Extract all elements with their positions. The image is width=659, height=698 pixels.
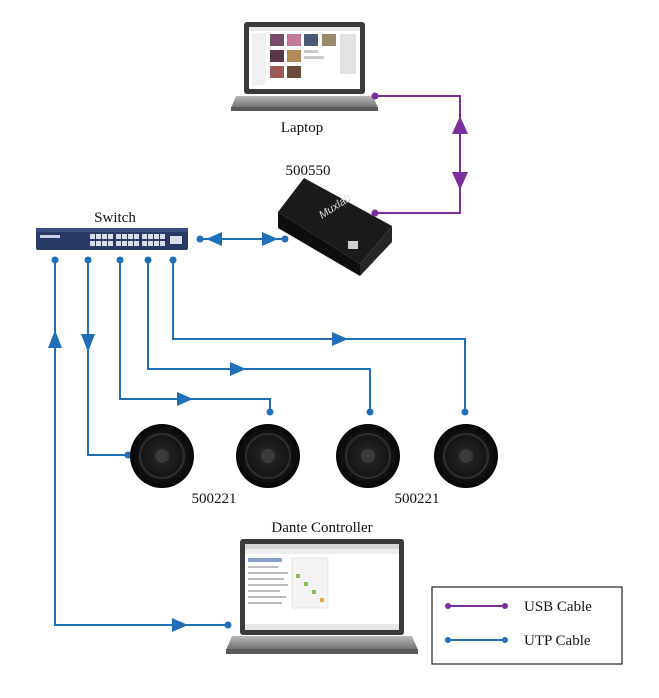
usb-endpoint-laptop bbox=[371, 92, 379, 100]
utp-endpoints bbox=[51, 256, 469, 629]
speakers-label-right: 500221 bbox=[395, 491, 440, 507]
interface-label: 500550 bbox=[286, 163, 331, 179]
switch-label: Switch bbox=[94, 210, 136, 226]
usb-arrow-down bbox=[452, 172, 468, 190]
legend-usb-label: USB Cable bbox=[524, 599, 592, 615]
speaker-4 bbox=[434, 424, 498, 488]
speaker-2 bbox=[236, 424, 300, 488]
controller-label: Dante Controller bbox=[271, 520, 372, 536]
laptop-label: Laptop bbox=[281, 120, 324, 136]
legend-utp-label: UTP Cable bbox=[524, 633, 591, 649]
legend: USB Cable UTP Cable bbox=[431, 586, 623, 665]
controller-laptop bbox=[226, 539, 418, 654]
usb-endpoint-interface bbox=[371, 209, 379, 217]
switch-device bbox=[36, 228, 188, 250]
speaker-1 bbox=[130, 424, 194, 488]
utp-arrows bbox=[48, 330, 348, 632]
utp-link-switch-interface bbox=[196, 232, 289, 246]
usb-cable-link bbox=[375, 95, 461, 214]
laptop-device bbox=[231, 22, 378, 111]
interface-device: Muxlab bbox=[278, 178, 392, 276]
speakers-label-left: 500221 bbox=[192, 491, 237, 507]
usb-arrow-up bbox=[452, 116, 468, 134]
speaker-3 bbox=[336, 424, 400, 488]
utp-cables bbox=[54, 260, 466, 626]
